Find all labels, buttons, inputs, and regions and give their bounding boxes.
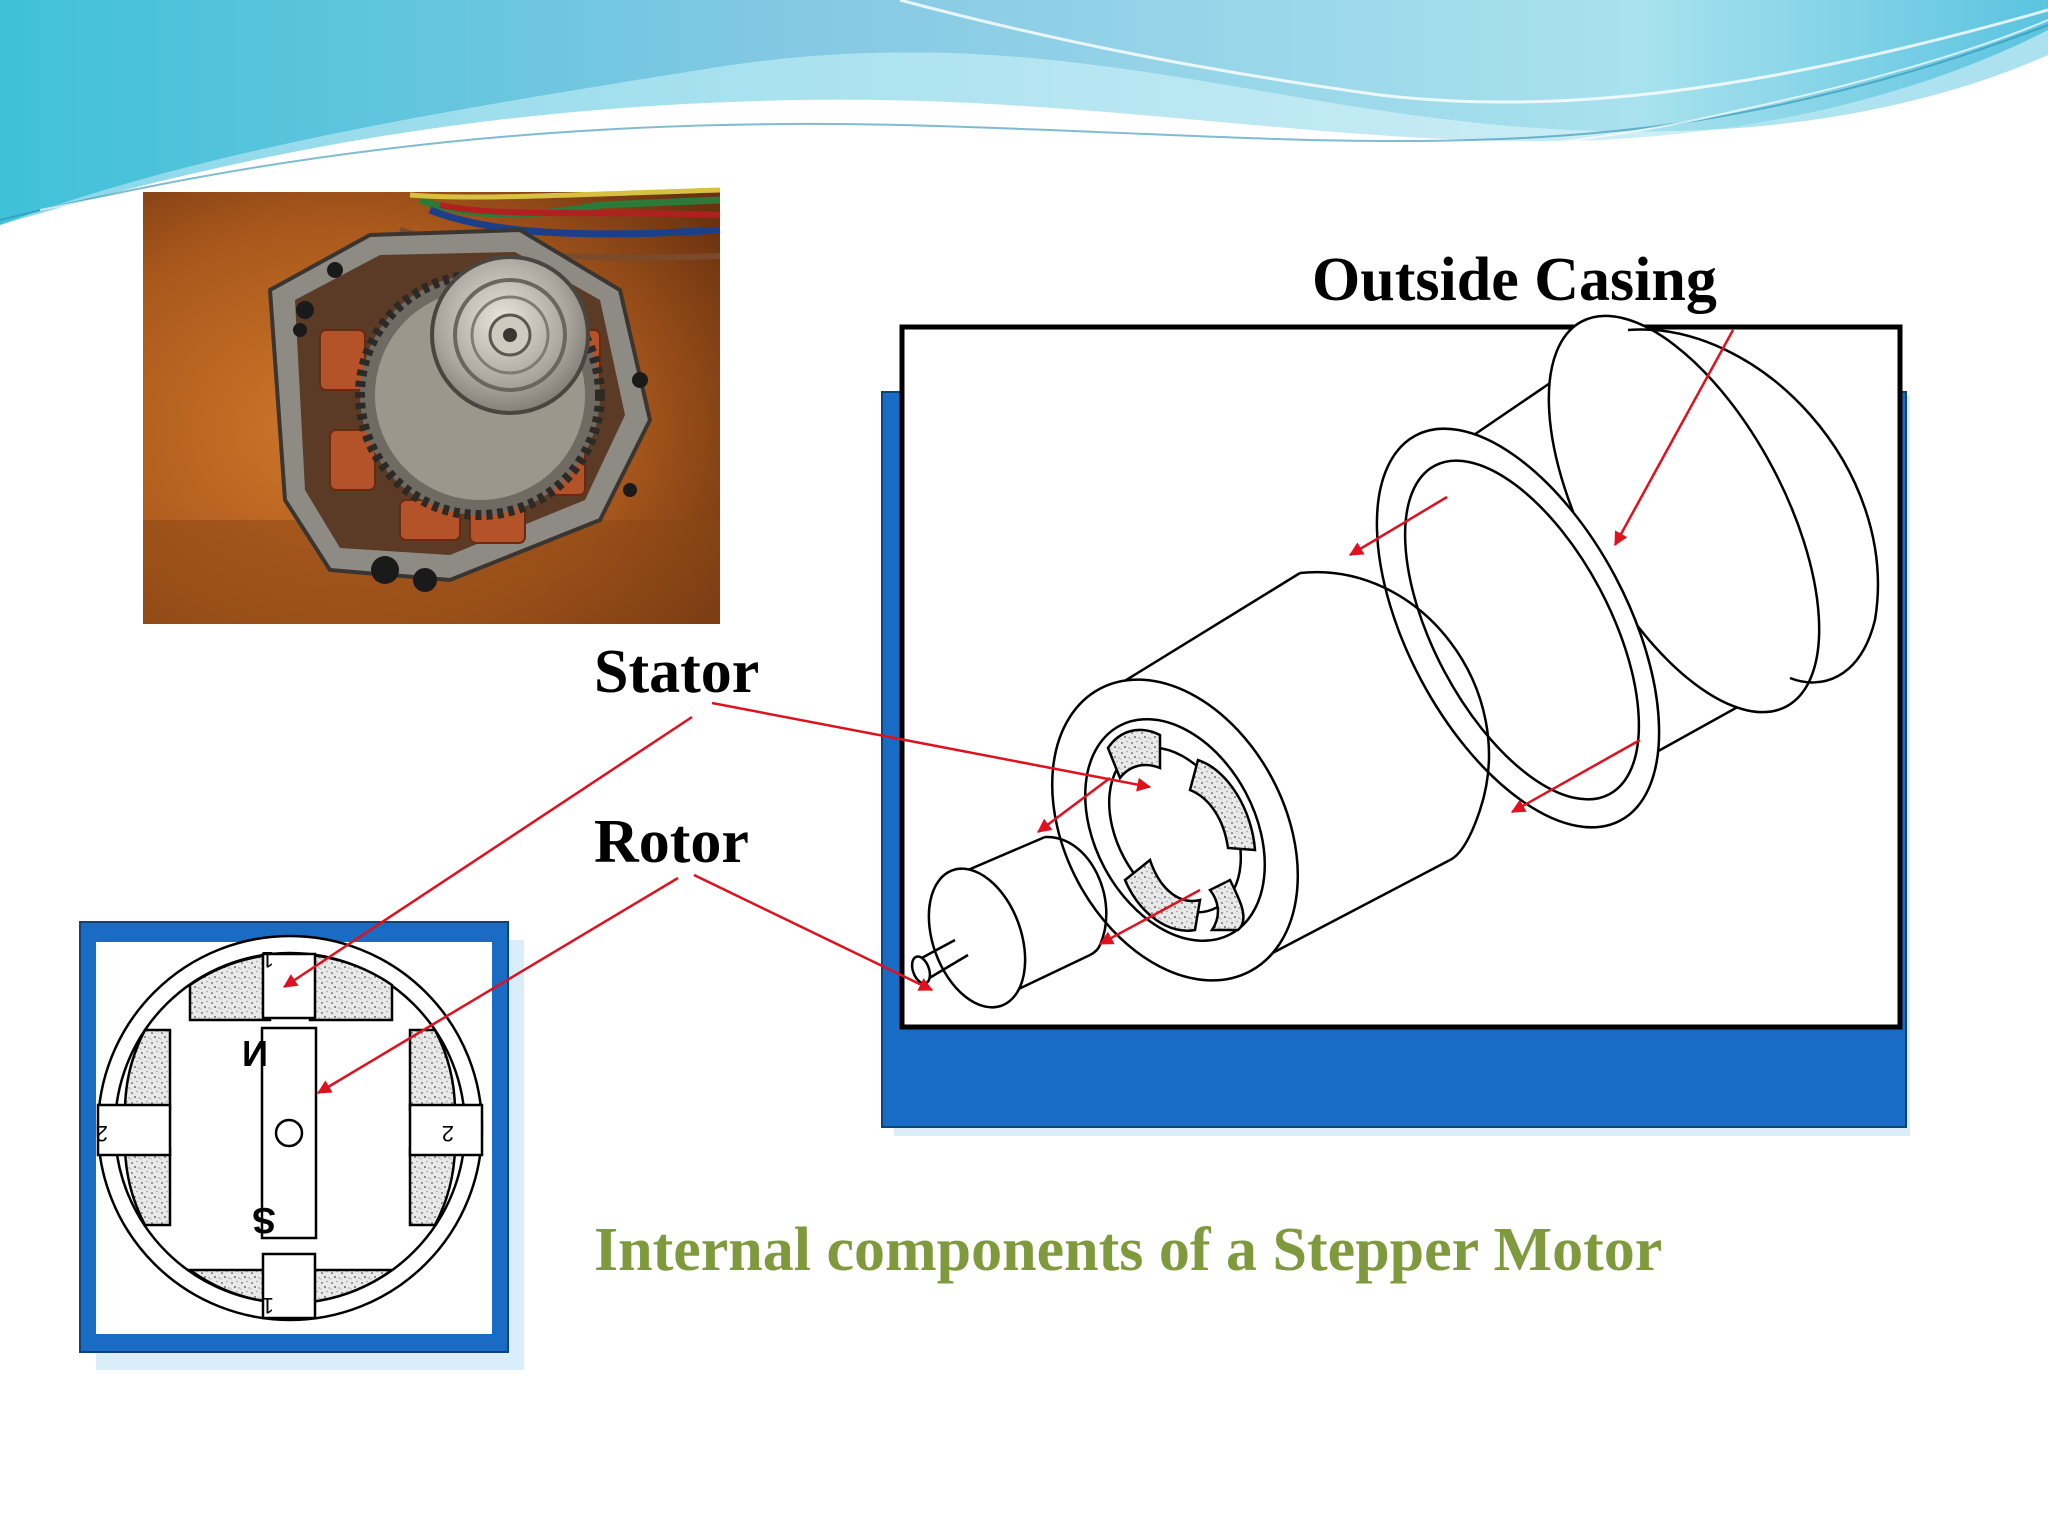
cross-section-diagram: [96, 934, 484, 1322]
pole-number-bottom: 1: [262, 1293, 274, 1318]
pole-number-top: 1: [262, 947, 274, 972]
arrow-stator-section: [283, 715, 693, 989]
arrow-rotor-section: [316, 876, 679, 1095]
rotor-part: [910, 835, 1108, 1009]
arrow-casing-assembly-bottom: [1510, 738, 1641, 814]
arrow-stator-assembly-bottom: [1098, 888, 1201, 946]
pointer-arrows: [283, 329, 1735, 1095]
cross-section-labels: 1 1 2 2 N S: [96, 947, 454, 1318]
arrow-stator-3d: [711, 701, 1152, 792]
stator-part: [1050, 570, 1491, 982]
arrow-rotor-3d: [693, 873, 934, 992]
label-stator: Stator: [594, 638, 759, 706]
rotor-south-label: S: [252, 1200, 276, 1241]
outside-casing-part: [1375, 314, 1880, 829]
label-outside-casing: Outside Casing: [1312, 246, 1717, 314]
label-rotor: Rotor: [594, 808, 749, 876]
arrow-stator-assembly-top: [1037, 777, 1111, 833]
stepper-motor-photo: [143, 187, 721, 624]
exploded-view-drawing: [910, 314, 1880, 1009]
header-wave: [0, 0, 2048, 225]
pole-number-right: 2: [442, 1121, 454, 1146]
slide-caption: Internal components of a Stepper Motor: [594, 1216, 1662, 1284]
rotor-north-label: N: [242, 1033, 268, 1074]
pole-number-left: 2: [96, 1121, 108, 1146]
arrow-casing: [1613, 329, 1735, 547]
arrow-casing-assembly-top: [1348, 495, 1448, 557]
